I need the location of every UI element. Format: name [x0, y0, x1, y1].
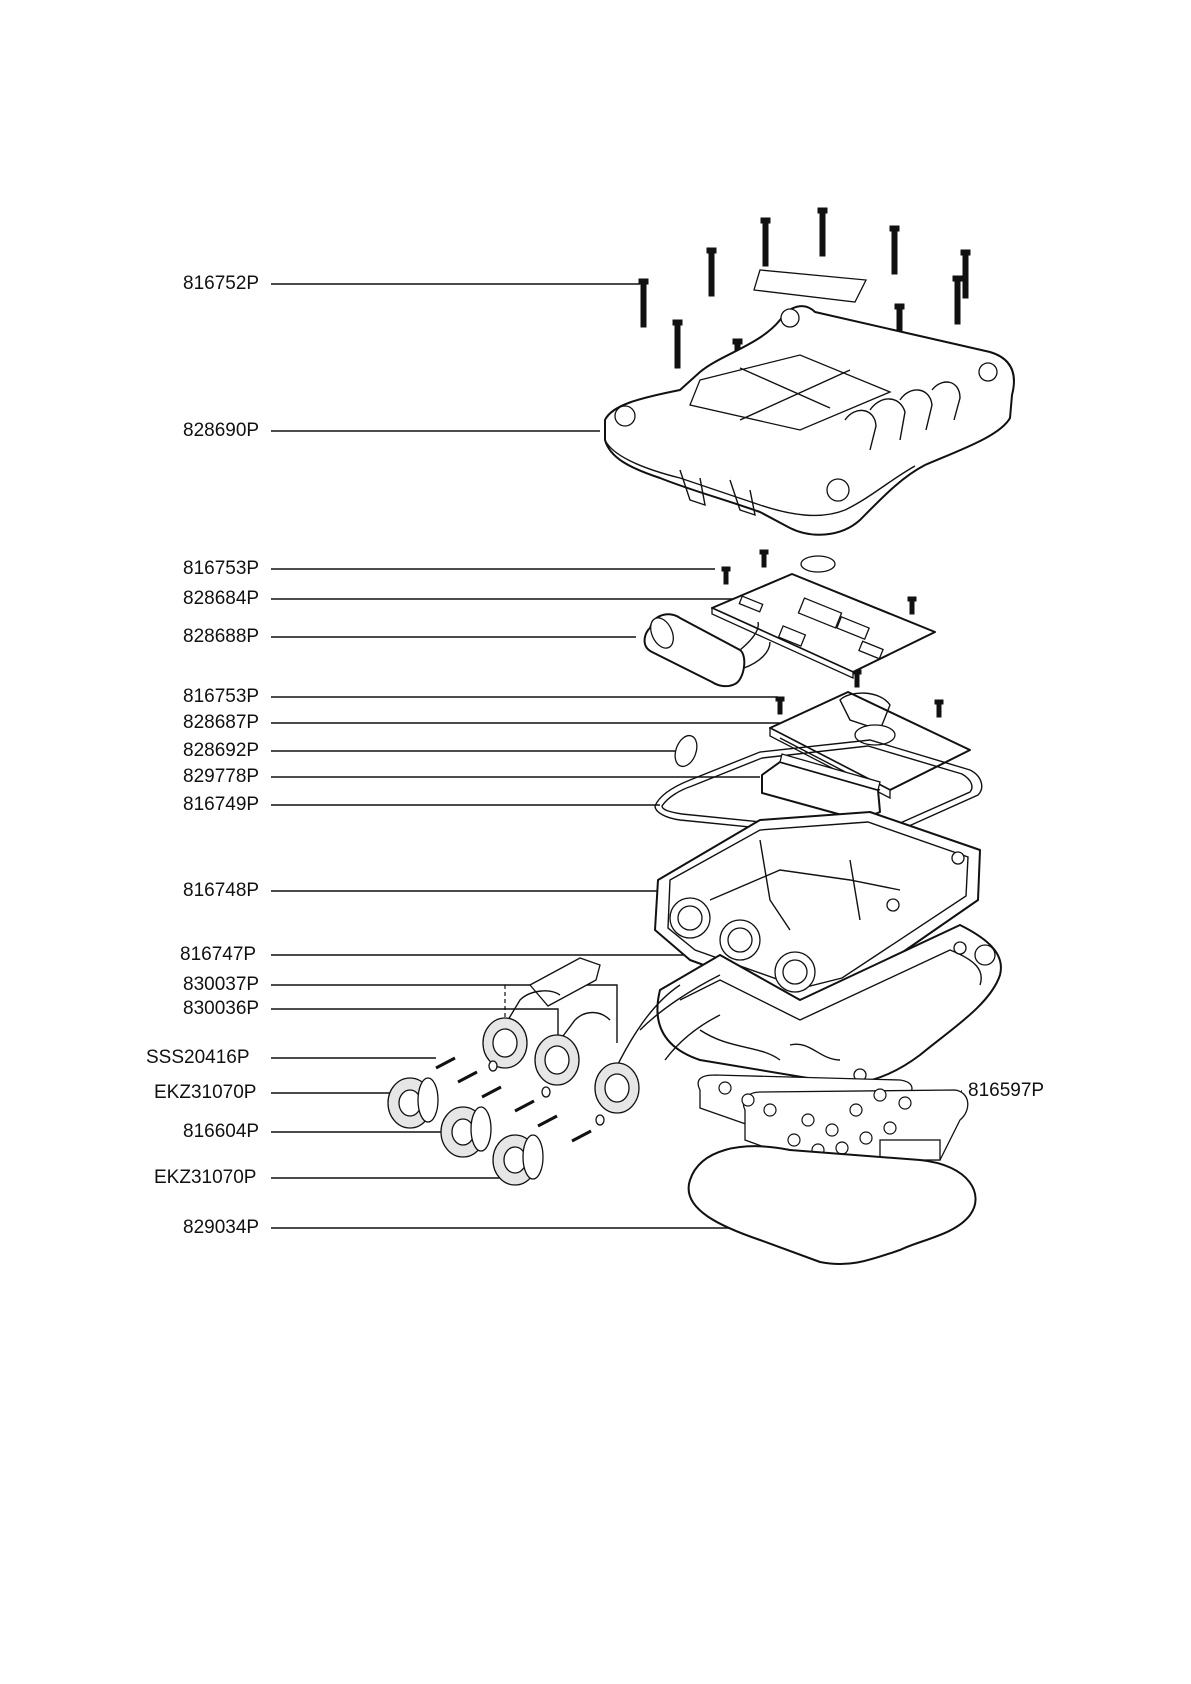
label-816748P: 816748P	[183, 880, 259, 901]
cap-2	[441, 1107, 491, 1157]
label-816753P-upper: 816753P	[183, 558, 259, 579]
screw	[707, 248, 716, 296]
top-cover	[605, 306, 1014, 535]
bottom-pad-829034P	[689, 1146, 976, 1264]
label-830036P: 830036P	[183, 998, 259, 1019]
screw	[818, 208, 827, 256]
label-816749P: 816749P	[183, 794, 259, 815]
label-816752P: 816752P	[183, 273, 259, 294]
pcb-assembly	[712, 550, 935, 687]
label-828684P: 828684P	[183, 588, 259, 609]
label-816753P-lower: 816753P	[183, 686, 259, 707]
label-SSS20416P: SSS20416P	[146, 1047, 250, 1068]
label-829778P: 829778P	[183, 766, 259, 787]
o-ring	[801, 556, 835, 572]
cap-3	[493, 1135, 543, 1185]
screw	[953, 276, 962, 324]
label-816604P: 816604P	[183, 1121, 259, 1142]
label-plate	[754, 270, 866, 302]
label-830037P: 830037P	[183, 974, 259, 995]
label-828692P: 828692P	[183, 740, 259, 761]
label-828687P: 828687P	[183, 712, 259, 733]
screw	[761, 218, 770, 266]
screw	[673, 320, 682, 368]
label-EKZ31070P-upper: EKZ31070P	[154, 1082, 256, 1103]
label-816597P: 816597P	[968, 1080, 1044, 1101]
label-828688P: 828688P	[183, 626, 259, 647]
label-828690P: 828690P	[183, 420, 259, 441]
gasket-828692P	[671, 733, 701, 770]
screw	[639, 279, 648, 327]
label-829034P: 829034P	[183, 1217, 259, 1238]
label-EKZ31070P-lower: EKZ31070P	[154, 1167, 256, 1188]
screw	[961, 250, 970, 298]
cap-1	[388, 1078, 438, 1128]
screw	[890, 226, 899, 274]
label-816747P: 816747P	[180, 944, 256, 965]
